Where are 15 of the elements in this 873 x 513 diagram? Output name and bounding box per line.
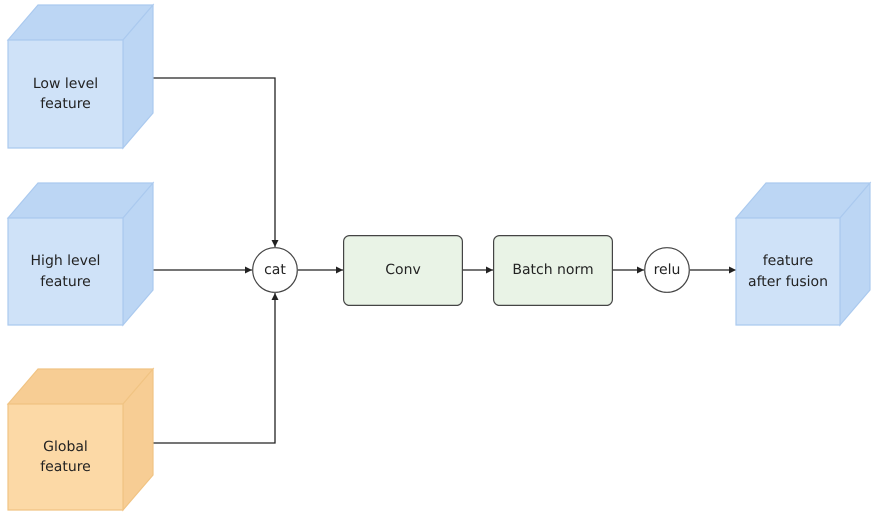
arrow [153,77,278,247]
node-label: Batch norm [512,261,594,280]
arrow [298,266,343,274]
node-label: cat [264,260,286,280]
node-label: Conv [385,261,421,280]
arrow [153,293,278,444]
arrow [613,266,644,274]
node-label: feature after fusion [748,252,828,292]
node-label: Global feature [39,438,92,477]
arrow [690,266,736,274]
node-label: High level feature [30,252,102,292]
node-label: relu [654,260,680,280]
arrow [463,266,493,274]
arrow [153,266,252,274]
node-label: Low level feature [32,74,100,114]
